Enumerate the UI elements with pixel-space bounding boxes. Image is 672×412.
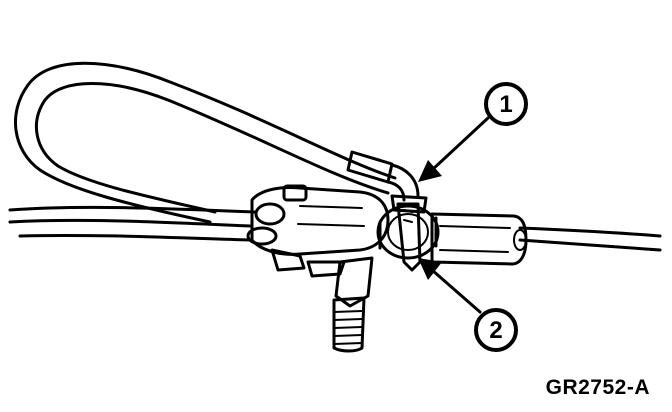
- clamp-ring: [376, 204, 440, 260]
- figure-id-label: GR2752-A: [545, 376, 650, 399]
- bracket-body: [246, 184, 390, 272]
- callout-2-label: 2: [489, 317, 502, 344]
- lower-cables: [8, 205, 662, 252]
- callout-1: 1: [484, 82, 528, 126]
- callout-1-label: 1: [499, 91, 512, 118]
- callout-2-leader: [418, 258, 482, 314]
- right-cable-housing: [430, 212, 528, 266]
- callout-1-leader: [418, 116, 490, 182]
- callout-2: 2: [474, 308, 518, 352]
- upper-cable-loop: [14, 61, 397, 224]
- adjuster-stem: [306, 256, 374, 353]
- retaining-clip: [390, 194, 428, 272]
